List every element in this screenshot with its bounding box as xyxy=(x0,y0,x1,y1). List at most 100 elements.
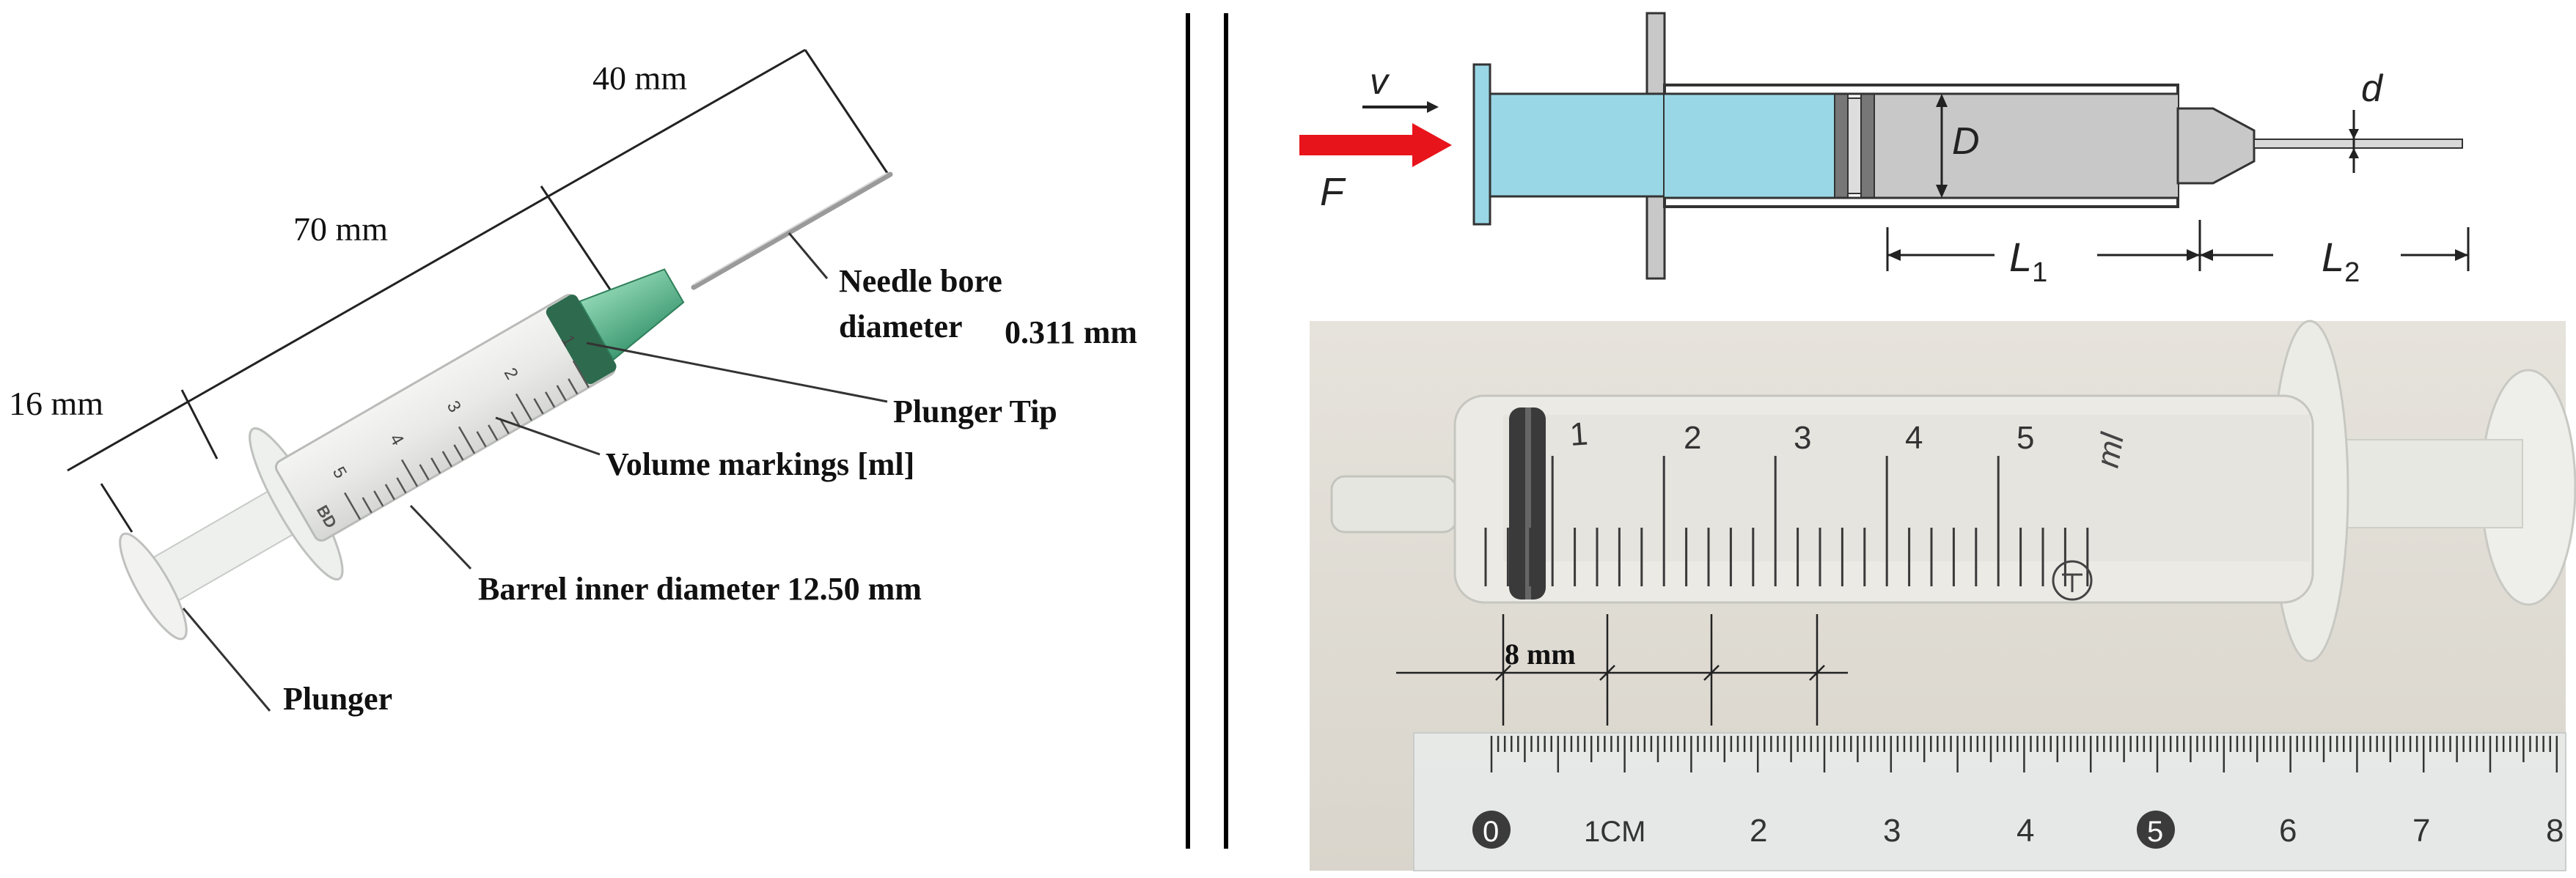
spacing-slash xyxy=(1809,665,1825,681)
barrel-graduation-tick xyxy=(453,444,464,461)
plunger-flange xyxy=(119,532,188,641)
barrel-inner-photo xyxy=(1503,415,2310,561)
arrowhead xyxy=(2187,249,2200,261)
photo-scale-4: 4 xyxy=(1905,420,1923,456)
ruler xyxy=(1413,732,2566,871)
ruler-marker-0 xyxy=(1472,811,1511,849)
piston-ring xyxy=(1860,93,1875,199)
ruler-label-8: 8 xyxy=(2546,813,2564,849)
barrel-graduation-tick xyxy=(396,477,407,494)
dimension-tick xyxy=(180,389,219,460)
force-arrow-head xyxy=(1412,123,1452,167)
ruler-label-3: 3 xyxy=(1883,813,1901,849)
ruler-label-1cm: 1CM xyxy=(1584,816,1645,848)
barrel-leader xyxy=(409,504,472,570)
ruler-label-0: 0 xyxy=(1483,816,1499,848)
barrel-graduation-tick xyxy=(533,398,544,415)
photo-graduations xyxy=(1484,456,2089,586)
barrel-graduation-tick xyxy=(568,378,579,395)
label-40mm: 40 mm xyxy=(592,59,687,97)
ruler-label-6: 6 xyxy=(2279,813,2297,849)
dimension-tick xyxy=(100,483,133,533)
label-needle-diameter: diameter xyxy=(839,309,963,344)
barrel-graduation-tick xyxy=(545,391,556,408)
velocity-arrowhead xyxy=(1427,101,1439,113)
label-70mm: 70 mm xyxy=(293,210,388,248)
plunger-plate xyxy=(1472,63,1491,226)
ruler-ticks xyxy=(1490,736,2558,772)
needle xyxy=(691,171,893,290)
spacing-slash xyxy=(1703,665,1720,681)
dimension-tick xyxy=(804,49,889,174)
barrel-graduation-tick xyxy=(572,360,590,388)
arrowhead xyxy=(2200,249,2213,261)
d-arrowhead-top xyxy=(2349,129,2359,139)
label-v: v xyxy=(1370,61,1390,102)
left-panel: 1 2 3 4 5 BD 40 mm 70 mm 16 mm Needle bo… xyxy=(9,48,1137,717)
needle-highlight xyxy=(693,172,888,285)
barrel-graduation-tick xyxy=(488,424,499,441)
label-needle-value: 0.311 mm xyxy=(1005,314,1137,350)
barrel-graduation-tick xyxy=(344,492,362,520)
barrel-graduation-tick xyxy=(556,385,567,402)
rubber-tip xyxy=(546,294,617,385)
barrel-graduation-tick xyxy=(419,464,430,481)
label-volume-markings: Volume markings [ml] xyxy=(606,446,914,482)
label-needle-bore: Needle bore xyxy=(839,263,1002,299)
spacing-slash xyxy=(1599,665,1615,681)
label-L2: L2 xyxy=(2322,234,2360,288)
dimension-tick xyxy=(540,185,616,297)
barrel-graduation-tick xyxy=(458,426,476,454)
photo-scale-2: 2 xyxy=(1684,420,1701,456)
D-arrowhead-top xyxy=(1936,94,1948,107)
stopper-highlight xyxy=(1525,407,1531,600)
volume-markings-leader xyxy=(495,416,601,456)
label-8mm: 8 mm xyxy=(1505,638,1576,671)
d-arrowhead-bottom xyxy=(2349,148,2359,158)
barrel-graduation-tick xyxy=(515,393,533,421)
ruler-label-7: 7 xyxy=(2412,813,2430,849)
schematic-needle xyxy=(2253,139,2463,149)
label-L1: L1 xyxy=(2009,234,2047,288)
barrel-graduation-tick xyxy=(499,418,510,435)
syringe-illustration: 1 2 3 4 5 BD xyxy=(119,268,685,641)
photo-scale-1: 1 xyxy=(1568,416,1589,453)
label-plunger-tip: Plunger Tip xyxy=(893,394,1057,429)
photo-panel: 1 2 3 4 5 ml 8 mm 0 1CM 2 3 4 5 6 7 8 xyxy=(1310,320,2576,871)
ruler-label-2: 2 xyxy=(1750,813,1767,849)
fluid-in-barrel xyxy=(1665,94,1835,198)
arrowhead xyxy=(1887,249,1901,261)
barrel-chamber xyxy=(1874,94,2178,198)
force-arrow-shaft xyxy=(1299,135,1417,155)
barrel-graduation-tick xyxy=(430,457,441,474)
label-plunger: Plunger xyxy=(283,681,392,717)
dimension-line xyxy=(67,48,806,472)
label-16mm: 16 mm xyxy=(9,385,103,422)
barrel-graduation-tick xyxy=(400,459,419,487)
needle-bore-leader xyxy=(788,232,829,279)
piston-ring xyxy=(1847,97,1862,194)
nozzle-photo xyxy=(1330,475,1458,534)
barrel-graduation-tick xyxy=(510,411,521,428)
barrel-graduation-tick xyxy=(373,490,384,507)
plunger-leader xyxy=(182,608,271,712)
barrel-graduation-tick xyxy=(441,451,452,468)
barrel-graduation-tick xyxy=(362,497,373,514)
label-d: d xyxy=(2361,67,2384,110)
label-D: D xyxy=(1952,120,1980,163)
spacing-slash xyxy=(1495,665,1511,681)
arrowhead xyxy=(2455,249,2468,261)
ruler-marker-5 xyxy=(2137,811,2175,849)
label-F: F xyxy=(1320,170,1346,214)
plunger-tip-leader xyxy=(586,342,888,403)
D-arrowhead-bottom xyxy=(1936,185,1948,198)
nozzle xyxy=(2176,107,2256,185)
barrel-graduation-tick xyxy=(476,431,487,448)
ruler-label-4: 4 xyxy=(2017,813,2034,849)
photo-scale-3: 3 xyxy=(1794,420,1811,456)
barrel-graduation-tick xyxy=(384,484,395,501)
photo-unit-ml: ml xyxy=(2090,429,2132,470)
ruler-label-5: 5 xyxy=(2147,816,2163,848)
needle-hub xyxy=(578,268,685,361)
